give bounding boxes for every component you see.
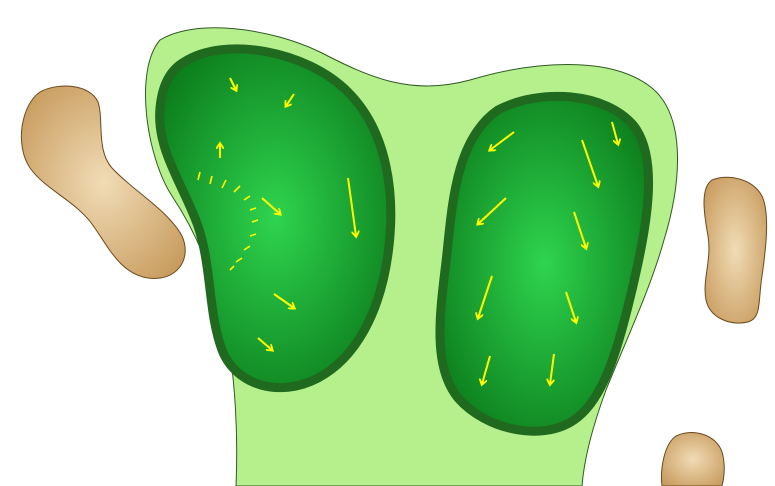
left-lobe	[160, 49, 391, 388]
tan-blob-bottom-right	[662, 433, 725, 486]
right-lobe	[440, 96, 649, 431]
tan-blob-right	[704, 177, 767, 323]
